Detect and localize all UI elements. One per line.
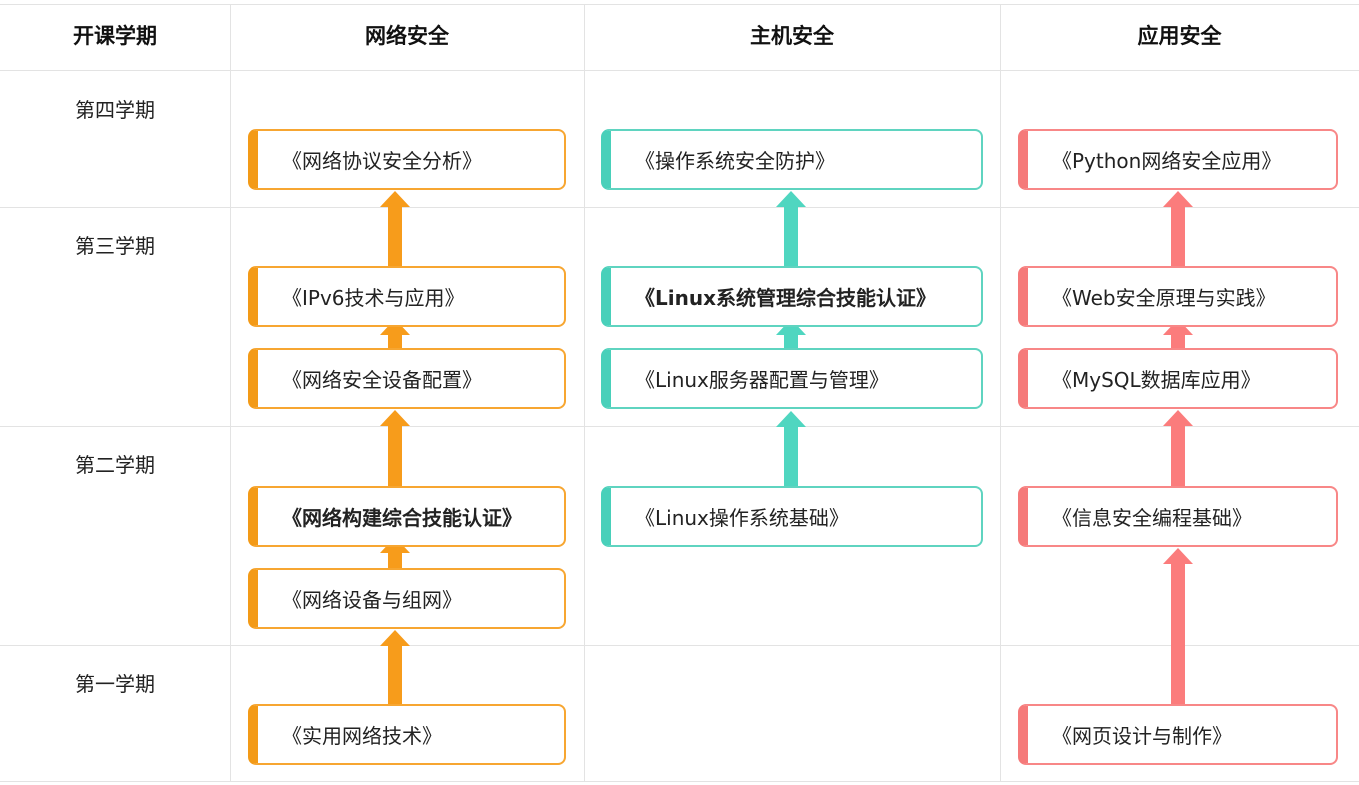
arrow-network-5 — [380, 191, 410, 281]
course-programming-basics: 《信息安全编程基础》 — [1018, 486, 1338, 547]
grid-line-header — [0, 70, 1359, 71]
course-linux-basics: 《Linux操作系统基础》 — [601, 486, 983, 547]
arrow-host-1 — [776, 411, 806, 501]
course-network-devices-networking: 《网络设备与组网》 — [248, 568, 566, 629]
header-host-security: 主机安全 — [750, 24, 834, 48]
arrow-host-3 — [776, 191, 806, 282]
semester-4: 第四学期 — [75, 98, 155, 122]
arrow-network-3 — [380, 410, 410, 501]
grid-line-s2-s1 — [0, 645, 1359, 646]
header-network-security: 网络安全 — [365, 24, 449, 48]
course-ipv6: 《IPv6技术与应用》 — [248, 266, 566, 327]
course-network-build-cert: 《网络构建综合技能认证》 — [248, 486, 566, 547]
course-python-security: 《Python网络安全应用》 — [1018, 129, 1338, 190]
arrow-application-2 — [1163, 410, 1193, 501]
arrow-application-1 — [1163, 548, 1193, 714]
course-network-protocol-analysis: 《网络协议安全分析》 — [248, 129, 566, 190]
course-practical-network: 《实用网络技术》 — [248, 704, 566, 765]
semester-1: 第一学期 — [75, 672, 155, 696]
semester-2: 第二学期 — [75, 453, 155, 477]
course-os-security: 《操作系统安全防护》 — [601, 129, 983, 190]
semester-3: 第三学期 — [75, 234, 155, 258]
grid-line-s3-s2 — [0, 426, 1359, 427]
course-linux-server: 《Linux服务器配置与管理》 — [601, 348, 983, 409]
grid-col-1 — [230, 4, 231, 782]
grid-line-top — [0, 4, 1359, 5]
grid-col-2 — [584, 4, 585, 782]
course-mysql: 《MySQL数据库应用》 — [1018, 348, 1338, 409]
grid-col-3 — [1000, 4, 1001, 782]
course-network-device-config: 《网络安全设备配置》 — [248, 348, 566, 409]
header-application-security: 应用安全 — [1137, 24, 1222, 48]
header-semester: 开课学期 — [73, 24, 157, 48]
course-linux-admin-cert: 《Linux系统管理综合技能认证》 — [601, 266, 983, 327]
course-web-security: 《Web安全原理与实践》 — [1018, 266, 1338, 327]
arrow-application-4 — [1163, 191, 1193, 282]
grid-line-bottom — [0, 781, 1359, 782]
course-web-design: 《网页设计与制作》 — [1018, 704, 1338, 765]
grid-line-s4-s3 — [0, 207, 1359, 208]
arrow-network-1 — [380, 630, 410, 716]
